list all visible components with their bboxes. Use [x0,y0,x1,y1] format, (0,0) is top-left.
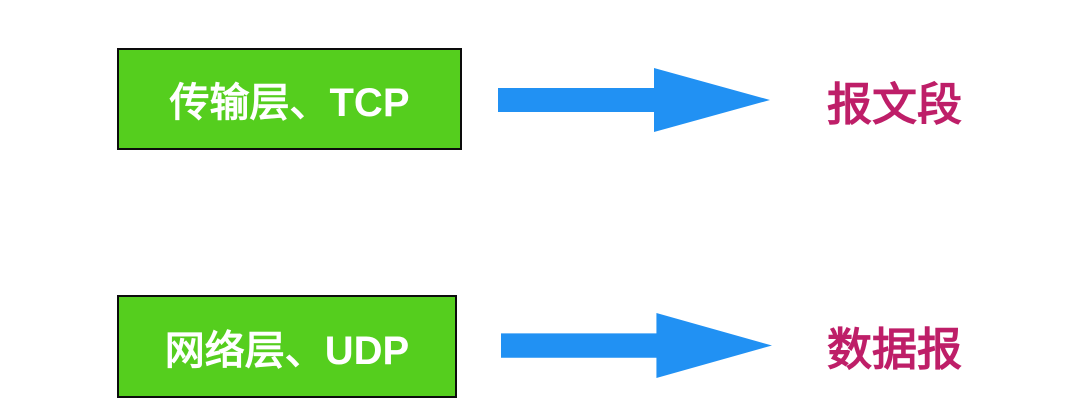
right-arrow-icon [498,68,770,132]
result-label-datagram-text: 数据报 [827,323,963,375]
protocol-box-tcp-label: 传输层、TCP [169,81,410,125]
right-arrow-shape [501,313,772,378]
protocol-box-tcp: 传输层、TCP [117,48,462,150]
protocol-box-udp: 网络层、UDP [117,295,457,398]
result-label-segment-text: 报文段 [827,78,963,130]
result-label-segment: 报文段 [827,76,962,130]
result-label-datagram: 数据报 [827,321,962,375]
protocol-box-udp-label: 网络层、UDP [164,328,410,373]
right-arrow-shape [498,68,770,132]
right-arrow-icon [501,313,772,378]
